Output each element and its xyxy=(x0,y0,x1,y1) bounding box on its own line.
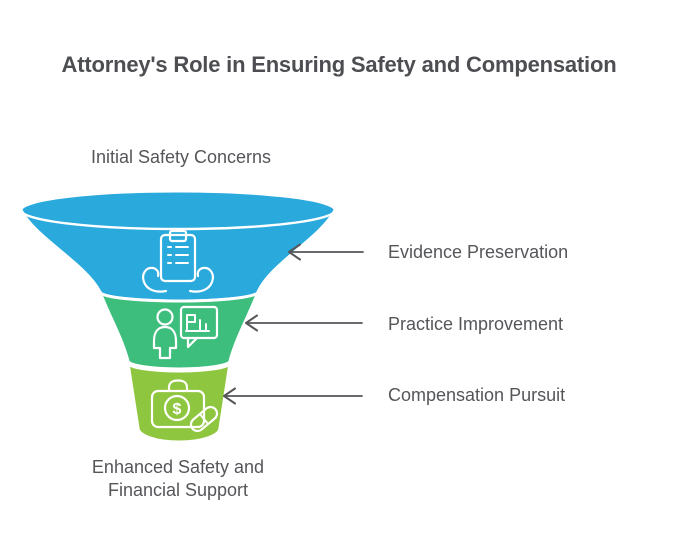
funnel-input-label: Initial Safety Concerns xyxy=(90,147,272,167)
arrow-evidence-preservation xyxy=(288,243,364,261)
arrow-compensation-pursuit xyxy=(223,387,363,405)
stage-label-evidence-preservation: Evidence Preservation xyxy=(388,242,569,262)
funnel-output-label: Enhanced Safety and Financial Support xyxy=(58,456,298,502)
stage-label-compensation-pursuit: Compensation Pursuit xyxy=(388,385,566,405)
briefcase-dollar-pill-icon: $ xyxy=(150,379,219,433)
funnel-output-label-line2: Financial Support xyxy=(107,480,249,500)
page-title: Attorney's Role in Ensuring Safety and C… xyxy=(61,52,617,77)
arrow-practice-improvement xyxy=(245,314,363,332)
stage-label-practice-improvement: Practice Improvement xyxy=(388,314,564,334)
person-presenting-chart-icon xyxy=(152,305,219,360)
funnel-rim-line xyxy=(19,209,337,231)
hands-holding-clipboard-icon xyxy=(142,229,214,293)
funnel-output-label-line1: Enhanced Safety and xyxy=(91,457,265,477)
funnel-stage-practice-improvement xyxy=(98,290,260,371)
dollar-sign-glyph: $ xyxy=(173,401,182,418)
